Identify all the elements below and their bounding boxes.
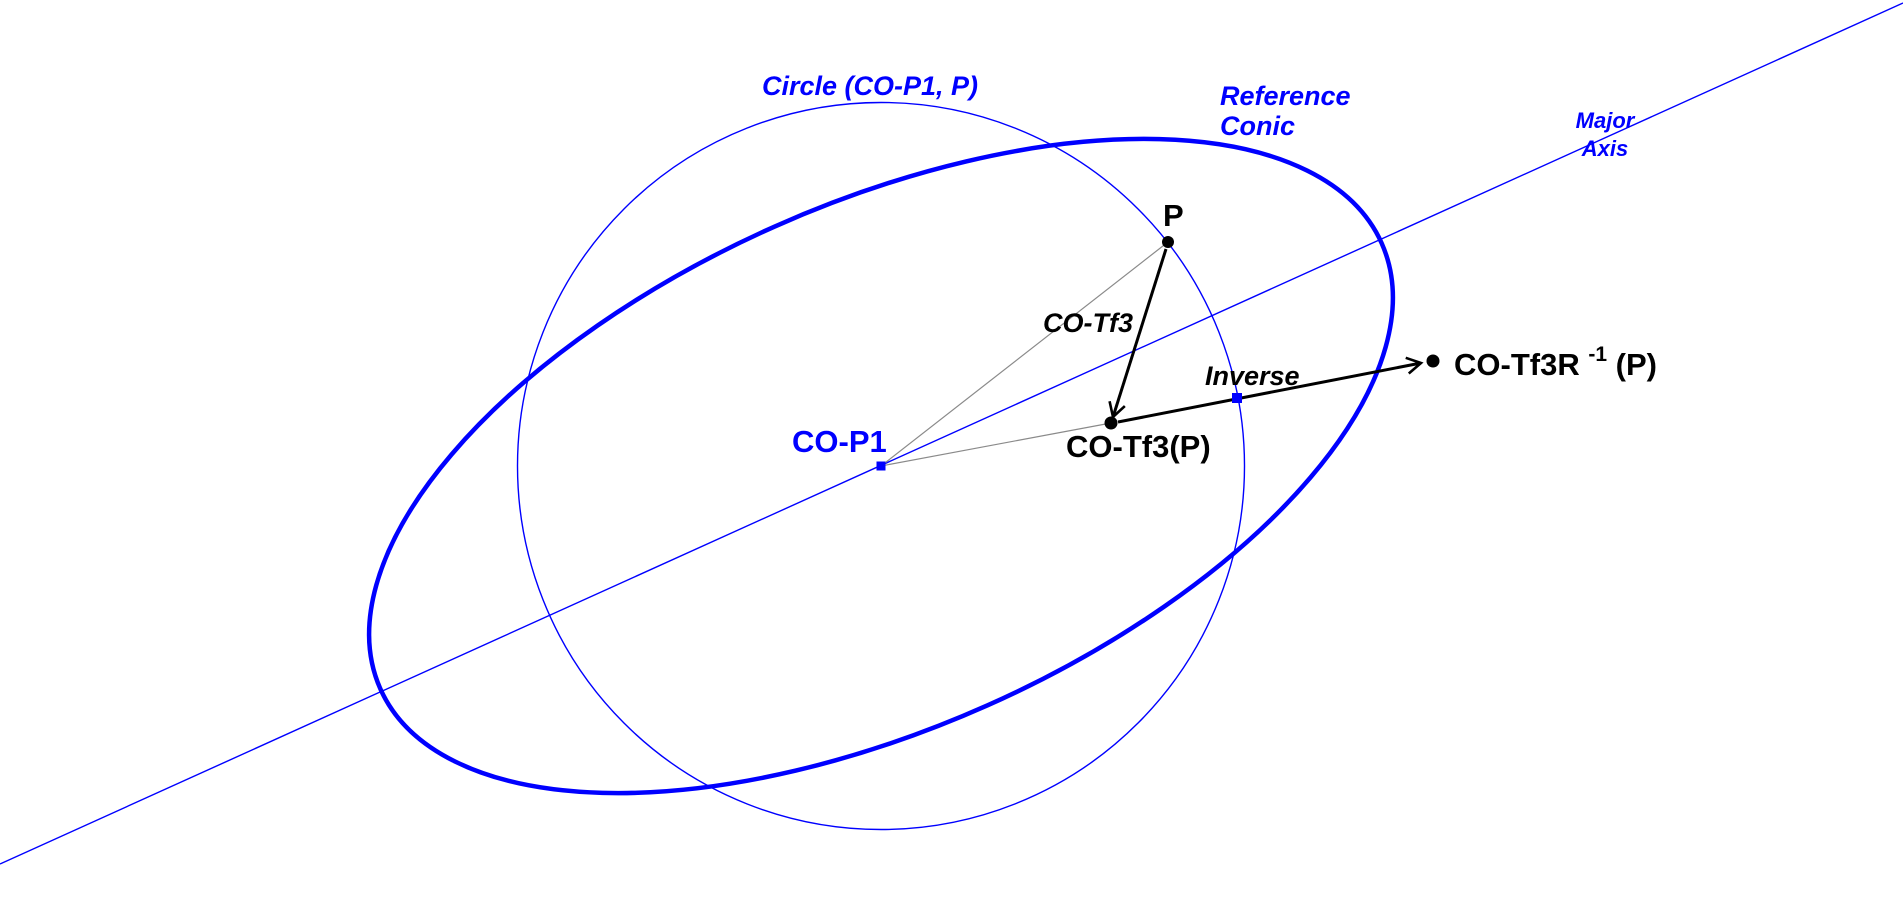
point-co-p1-label: CO-P1 [792,424,887,459]
circle-caption-label: Circle (CO-P1, P) [762,71,978,101]
inverse-arrow-label: Inverse [1205,361,1300,391]
point-co-p1[interactable] [876,461,886,471]
point-p[interactable] [1162,236,1174,248]
reference-conic-label-line2: Conic [1220,111,1295,141]
point-co-tf3r-label-superscript: -1 [1588,343,1607,366]
segment-co-p1-to-co-tf3-p[interactable] [880,422,1112,467]
point-co-tf3-p[interactable] [1104,416,1118,430]
point-co-tf3r-inverse-p[interactable] [1426,354,1440,368]
major-axis-label-line2: Axis [1581,136,1628,161]
point-p-label: P [1163,198,1184,233]
segment-co-p1-to-p[interactable] [880,241,1169,467]
point-co-tf3r-label-main: CO-Tf3R [1454,347,1580,382]
point-co-tf3r-label-suffix: (P) [1616,347,1657,382]
major-axis-label-line1: Major [1576,108,1636,133]
co-tf3-arrow-label: CO-Tf3 [1043,308,1133,338]
reference-conic-ellipse[interactable] [274,4,1488,914]
inverse-arrow[interactable] [1117,356,1424,424]
major-axis-line[interactable] [0,2,1903,865]
circle-co-p1-p[interactable] [516,101,1246,831]
co-tf3-arrow[interactable] [1108,248,1168,420]
point-circle-inverse-intersection[interactable] [1232,393,1242,403]
point-co-tf3-p-label: CO-Tf3(P) [1066,429,1211,464]
point-co-tf3r-inverse-p-label: CO-Tf3R -1 (P) [1454,333,1657,382]
reference-conic-label-line1: Reference [1220,81,1351,111]
